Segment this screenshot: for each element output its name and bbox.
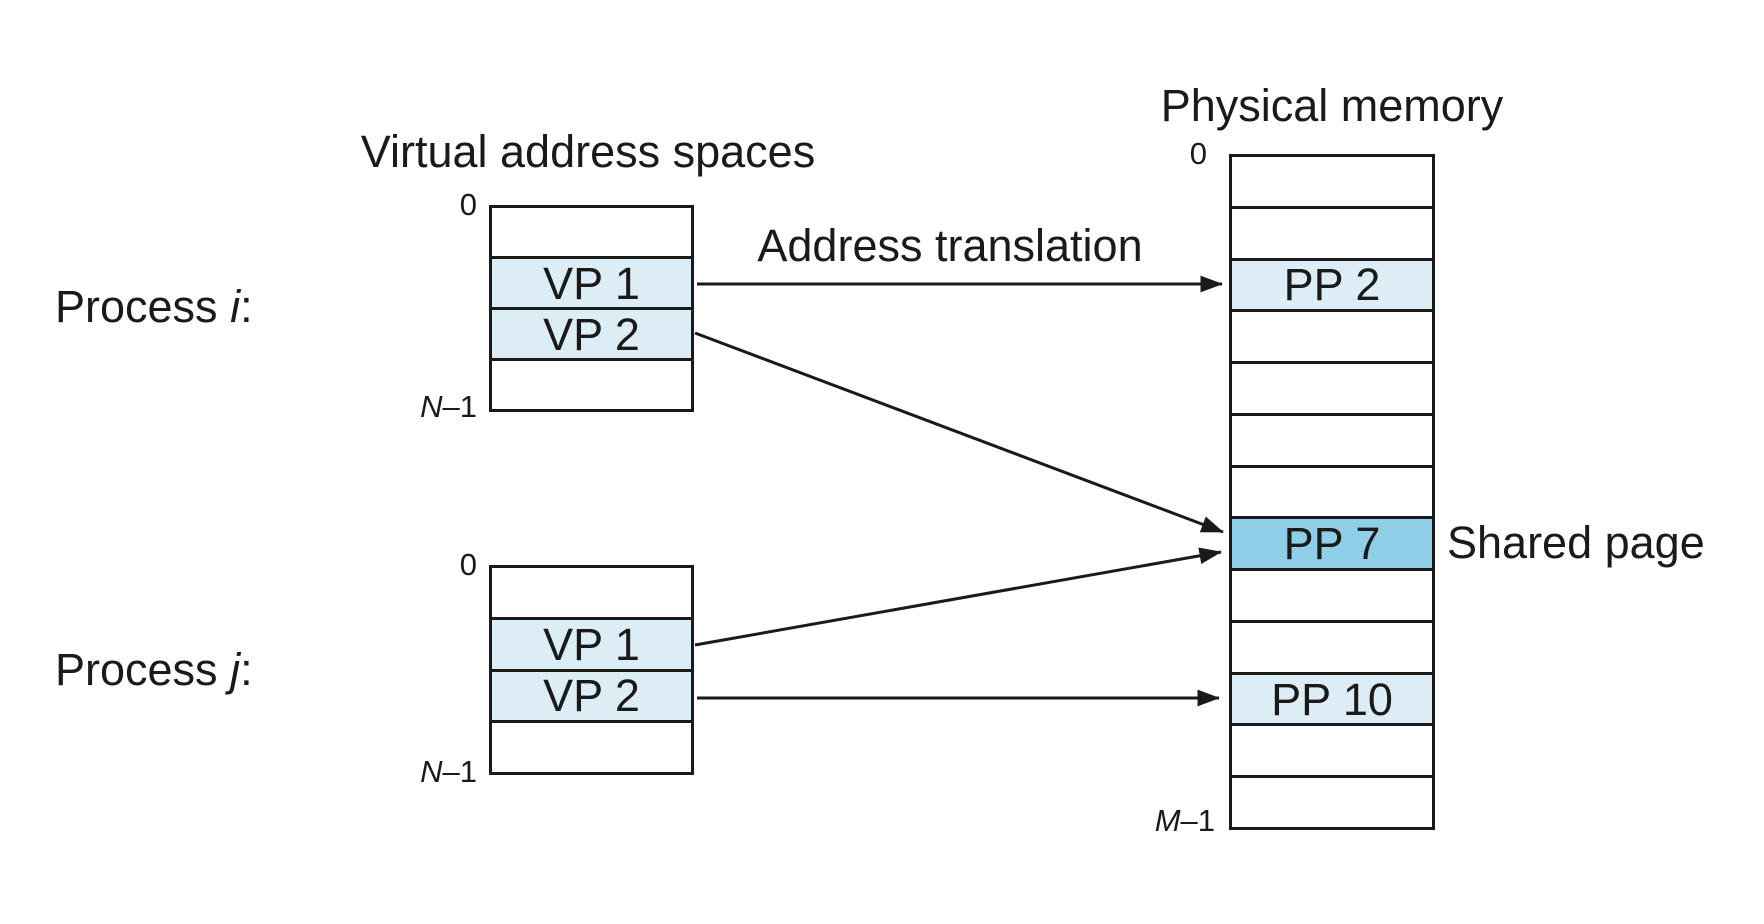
process-variable: i <box>230 281 241 332</box>
index-variable: M <box>1154 803 1181 838</box>
memory-cell <box>492 723 691 772</box>
memory-cell <box>1232 364 1432 416</box>
process-label-colon: : <box>240 644 253 695</box>
memory-cell <box>1232 571 1432 623</box>
pp7-shared-cell: PP 7 <box>1232 518 1432 572</box>
process-i-index-n-1: N–1 <box>377 391 477 423</box>
process-label-text: Process <box>55 644 231 695</box>
memory-cell <box>492 208 691 259</box>
virtual-address-spaces-title: Virtual address spaces <box>360 126 816 177</box>
memory-cell <box>1232 209 1432 261</box>
process-j-index-0: 0 <box>459 547 477 582</box>
memory-cell <box>1232 416 1432 468</box>
vp2-cell: VP 2 <box>492 310 691 361</box>
vp2-cell: VP 2 <box>492 670 691 724</box>
process-label-colon: : <box>240 281 253 332</box>
pp10-cell: PP 10 <box>1232 673 1432 727</box>
process-variable: j <box>230 644 241 695</box>
cell-label: VP 2 <box>543 670 640 722</box>
index-rest: –1 <box>1180 803 1215 838</box>
memory-cell <box>1232 312 1432 365</box>
memory-cell <box>1232 157 1432 209</box>
vp1-cell: VP 1 <box>492 618 691 672</box>
physical-memory-index-0: 0 <box>1189 136 1207 171</box>
memory-cell <box>1232 623 1432 675</box>
cell-label: VP 1 <box>543 257 640 309</box>
shared-page-label: Shared page <box>1447 517 1705 568</box>
vp1-cell: VP 1 <box>492 259 691 310</box>
memory-cell <box>1232 726 1432 779</box>
process-j-label: Process j: <box>55 644 253 696</box>
index-variable: N <box>420 389 443 424</box>
index-rest: –1 <box>442 754 477 789</box>
memory-cell <box>492 361 691 409</box>
cell-label: PP 7 <box>1283 518 1381 570</box>
cell-label: PP 2 <box>1283 259 1381 311</box>
arrow-i-vp2-to-pp7 <box>694 331 1224 534</box>
cell-label: PP 10 <box>1271 673 1393 725</box>
process-i-address-space-box: VP 1 VP 2 <box>489 205 694 412</box>
cell-label: VP 2 <box>543 308 640 360</box>
index-variable: N <box>420 754 443 789</box>
arrow-j-vp1-to-pp7 <box>694 547 1222 647</box>
pp2-cell: PP 2 <box>1232 259 1432 313</box>
process-label-text: Process <box>55 281 231 332</box>
address-translation-label: Address translation <box>757 220 1143 271</box>
process-i-index-0: 0 <box>459 187 477 222</box>
memory-cell <box>492 568 691 620</box>
physical-memory-box: PP 2 PP 7 PP 10 <box>1229 154 1435 830</box>
cell-label: VP 1 <box>543 618 640 670</box>
physical-memory-title: Physical memory <box>1160 80 1504 131</box>
process-j-address-space-box: VP 1 VP 2 <box>489 565 694 775</box>
memory-cell <box>1232 778 1432 827</box>
memory-cell <box>1232 468 1432 520</box>
index-rest: –1 <box>442 389 477 424</box>
process-j-index-n-1: N–1 <box>377 756 477 788</box>
process-i-label: Process i: <box>55 281 253 333</box>
physical-memory-index-m-1: M–1 <box>1115 805 1215 837</box>
